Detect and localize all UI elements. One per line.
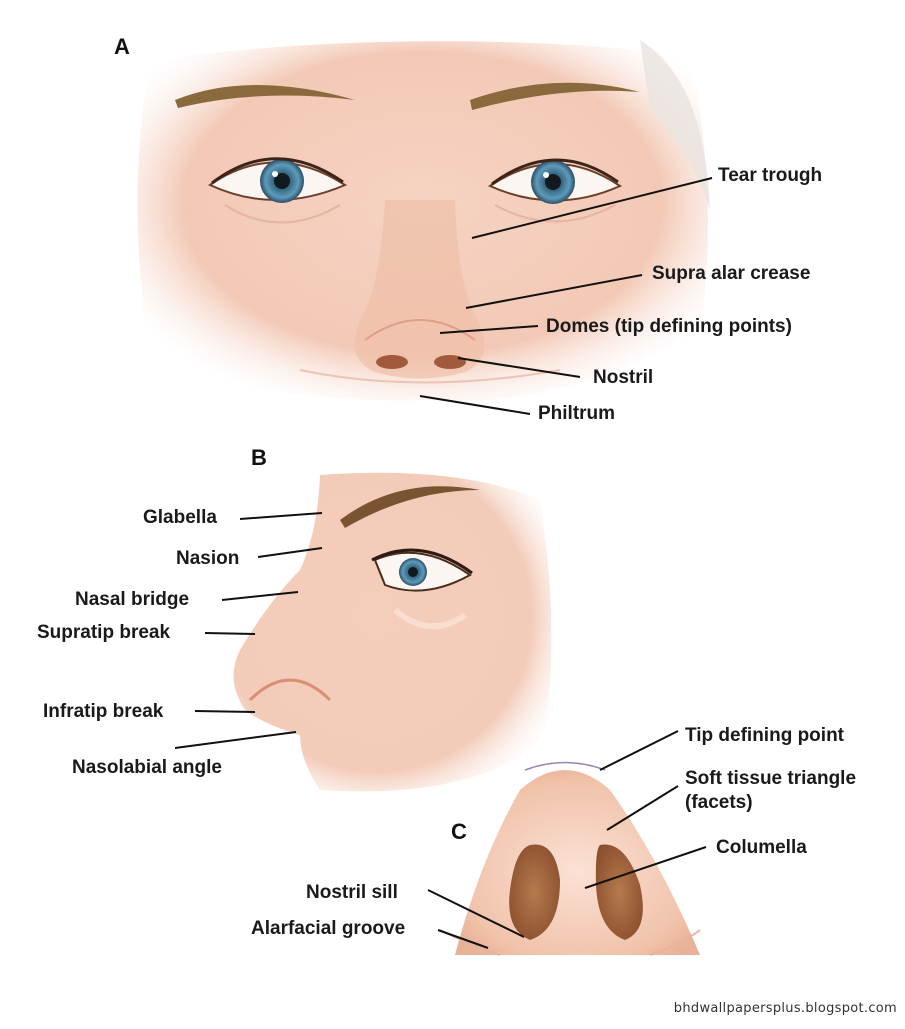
- left-eye-icon: [207, 157, 348, 203]
- leader-glabella: [239, 512, 323, 520]
- left-nostril-icon: [509, 844, 560, 940]
- panel-b-face: [233, 472, 552, 792]
- label-nostril: Nostril: [593, 367, 654, 388]
- panel-c-letter: C: [451, 819, 467, 844]
- leader-columella: [584, 846, 707, 889]
- leader-nostril-sill: [427, 889, 525, 938]
- label-tear-trough: Tear trough: [718, 165, 823, 186]
- panel-b-letter: B: [251, 445, 267, 470]
- leader-soft-tissue: [606, 785, 679, 831]
- nose-a-icon: [355, 200, 485, 379]
- leader-nostril: [457, 357, 581, 378]
- label-glabella: Glabella: [143, 507, 217, 528]
- leader-lines: [174, 177, 713, 949]
- leader-tip-defining: [599, 730, 679, 771]
- label-tip-defining-point: Tip defining point: [685, 725, 845, 746]
- label-nostril-sill: Nostril sill: [306, 882, 398, 903]
- leader-tear-trough: [471, 177, 713, 239]
- leader-philtrum: [419, 395, 531, 415]
- panel-c-nose: [439, 761, 701, 956]
- label-columella: Columella: [716, 837, 807, 858]
- label-philtrum: Philtrum: [538, 403, 616, 424]
- leader-nasion: [257, 547, 323, 558]
- panel-a-face: [137, 40, 710, 402]
- label-soft-tissue-triangle: Soft tissue triangle: [685, 768, 857, 789]
- label-nasal-bridge: Nasal bridge: [75, 589, 190, 610]
- label-domes: Domes (tip defining points): [546, 316, 792, 337]
- face-b-skin: [233, 472, 552, 792]
- eyebrow-b-icon: [340, 486, 480, 528]
- leader-infratip: [194, 710, 256, 713]
- leader-supra-alar: [465, 274, 643, 309]
- eye-b-icon: [371, 548, 473, 592]
- right-eyebrow-icon: [470, 82, 640, 110]
- left-eyebrow-icon: [175, 85, 355, 108]
- label-supra-alar-crease: Supra alar crease: [652, 263, 811, 284]
- label-alarfacial-groove: Alarfacial groove: [251, 918, 406, 939]
- leader-supratip: [204, 632, 256, 635]
- leader-nasolabial: [174, 731, 297, 749]
- label-infratip-break: Infratip break: [43, 701, 164, 722]
- label-facets: (facets): [685, 792, 753, 813]
- label-supratip-break: Supratip break: [37, 622, 171, 643]
- leader-alarfacial: [437, 929, 489, 949]
- leader-domes: [439, 325, 539, 334]
- label-nasion: Nasion: [176, 548, 240, 569]
- label-nasolabial-angle: Nasolabial angle: [72, 757, 222, 778]
- right-eye-icon: [487, 158, 623, 204]
- face-a-hair-shadow: [640, 40, 710, 210]
- watermark: bhdwallpapersplus.blogspot.com: [673, 1001, 897, 1016]
- right-nostril-icon: [595, 844, 643, 940]
- panel-a-letter: A: [114, 34, 130, 59]
- leader-nasal-bridge: [221, 591, 299, 601]
